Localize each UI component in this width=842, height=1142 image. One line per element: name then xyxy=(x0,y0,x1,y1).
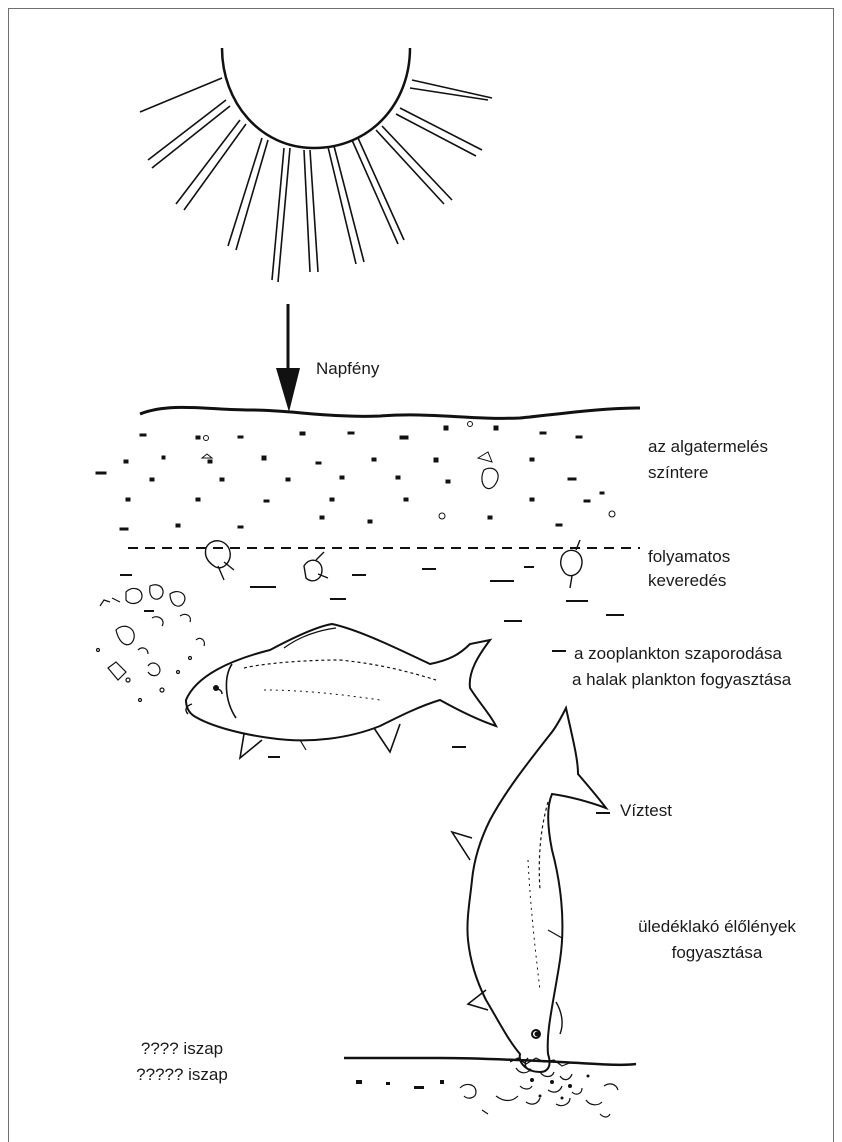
label-algae-zone-line1: az algatermelés xyxy=(648,436,768,458)
label-benthic-line2: fogyasztása xyxy=(624,942,810,964)
water-surface-line xyxy=(140,407,640,418)
algae-particles xyxy=(96,422,615,531)
label-mixing-line2: keveredés xyxy=(648,570,726,592)
zooplankton-cluster xyxy=(97,585,205,702)
label-benthic-line1: üledéklakó élőlények xyxy=(624,916,810,938)
mixing-zone-marks xyxy=(120,566,624,814)
label-algae-zone-line2: színtere xyxy=(648,462,708,484)
label-mud-line2: ????? iszap xyxy=(112,1064,252,1086)
carp-fish-icon xyxy=(186,624,496,758)
label-zooplankton-line2: a halak plankton fogyasztása xyxy=(572,669,791,691)
diving-fish-icon xyxy=(452,708,606,1072)
label-water-body: Víztest xyxy=(620,800,672,822)
label-zooplankton-line1: a zooplankton szaporodása xyxy=(574,643,782,665)
label-mud-line1: ???? iszap xyxy=(112,1038,252,1060)
sediment-bottom xyxy=(344,1058,636,1117)
sun-icon xyxy=(140,48,492,282)
label-mixing-line1: folyamatos xyxy=(648,546,730,568)
label-sunlight: Napfény xyxy=(316,358,379,380)
arrow-down-icon xyxy=(276,304,300,412)
